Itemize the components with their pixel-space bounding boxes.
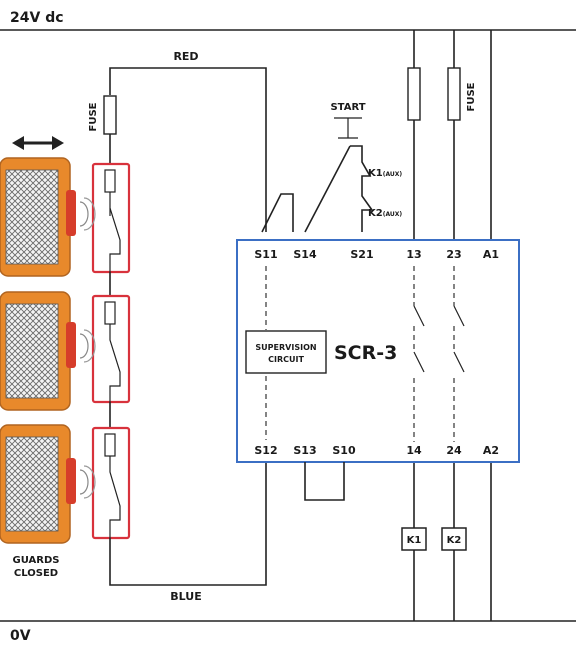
coil-k2 <box>441 527 467 551</box>
red-wire <box>109 67 267 232</box>
24v-label: 24V dc <box>10 10 64 26</box>
terminal-s21: S21 <box>350 248 373 261</box>
guards-caption-line1: GUARDS <box>13 555 60 566</box>
blue-label: BLUE <box>170 590 201 603</box>
guard-switch-3 <box>91 426 131 540</box>
red-label: RED <box>173 50 198 63</box>
sliding-arrow-icon <box>12 136 64 150</box>
terminal-s11: S11 <box>254 248 277 261</box>
guard-door-3 <box>0 424 96 544</box>
guards-caption-line2: CLOSED <box>14 568 58 579</box>
fuse-left-label: FUSE <box>88 102 99 131</box>
guard-door-1 <box>0 157 96 277</box>
fuse-right-label: FUSE <box>466 82 477 111</box>
coil-k1-label: K1 <box>407 535 422 546</box>
terminal-a1: A1 <box>483 248 499 261</box>
0v-label: 0V <box>10 628 31 644</box>
terminal-13: 13 <box>406 248 421 261</box>
supervision-line1: SUPERVISION <box>255 343 316 352</box>
terminal-23: 23 <box>446 248 461 261</box>
terminal-24: 24 <box>446 444 462 457</box>
contacts-23-24 <box>453 266 465 442</box>
coil-k1 <box>401 527 427 551</box>
fuse-13 <box>407 67 421 121</box>
start-button <box>334 117 362 139</box>
s13-s10-link <box>304 462 345 501</box>
guard-switch-2 <box>91 294 131 404</box>
start-circuit <box>304 145 351 233</box>
contacts-13-14 <box>413 266 425 442</box>
bottom-terminals: S12 S13 S10 14 24 A2 <box>254 444 499 457</box>
aux-contacts-wire <box>350 145 374 232</box>
terminal-s13: S13 <box>293 444 316 457</box>
start-label: START <box>330 102 365 113</box>
guard-door-2 <box>0 291 96 411</box>
terminal-s14: S14 <box>293 248 317 261</box>
fuse-left <box>103 95 117 135</box>
supervision-line2: CIRCUIT <box>268 355 304 364</box>
terminal-a2: A2 <box>483 444 499 457</box>
s11-link <box>261 193 294 233</box>
terminal-s12: S12 <box>254 444 277 457</box>
coil-k2-label: K2 <box>447 535 462 546</box>
terminal-s10: S10 <box>332 444 356 457</box>
relay-name: SCR-3 <box>334 342 397 364</box>
guard-switch-1 <box>91 162 131 274</box>
top-terminals: S11 S14 S21 13 23 A1 <box>254 248 499 261</box>
fuse-23 <box>447 67 461 121</box>
terminal-14: 14 <box>406 444 422 457</box>
supervision-circuit-box <box>245 330 327 374</box>
k1-aux-label: K1(AUX) <box>368 168 402 179</box>
k2-aux-label: K2(AUX) <box>368 208 402 219</box>
blue-wire <box>109 462 267 586</box>
